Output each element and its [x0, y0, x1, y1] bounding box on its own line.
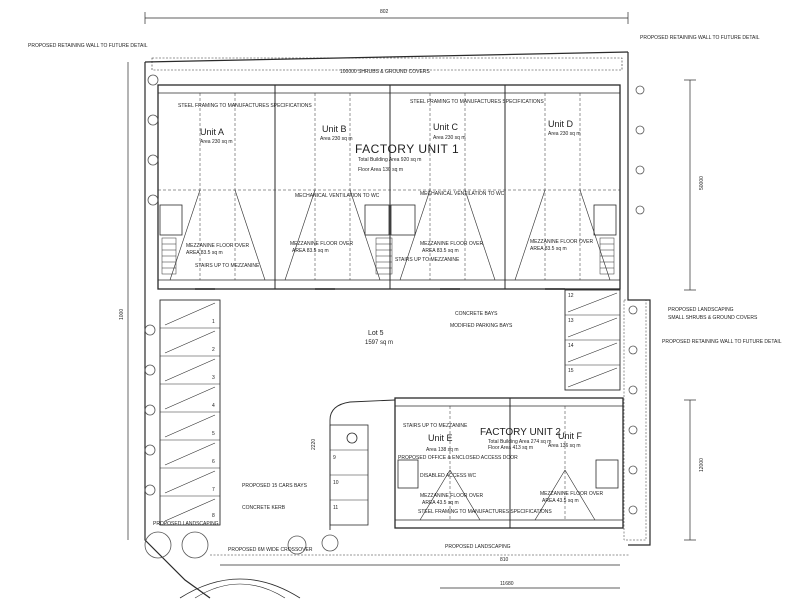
unit-e-area: Area 138 sq m	[426, 447, 459, 453]
lot-area: 1597 sq m	[365, 340, 394, 346]
bay-number: 10	[333, 480, 339, 486]
factory-unit-1-title: FACTORY UNIT 1	[355, 142, 460, 156]
factory-unit-1-outline	[157, 84, 621, 290]
note-landscaping-e: PROPOSED LANDSCAPING	[668, 307, 734, 313]
unit-c-area: Area 230 sq m	[433, 135, 466, 141]
unit-d-label: Unit D	[548, 119, 574, 129]
factory-unit-2-total-area: Total Building Area 274 sq m	[488, 439, 552, 445]
unit-f-label: Unit F	[558, 431, 583, 441]
wc-unit-a	[159, 204, 183, 236]
unit-f-area: Area 136 sq m	[548, 443, 581, 449]
note-retaining-nw: PROPOSED RETAINING WALL TO FUTURE DETAIL	[28, 43, 148, 49]
site-boundary	[144, 62, 211, 599]
unit-a-area: Area 230 sq m	[200, 139, 233, 145]
note-steel-framing-3: STEEL FRAMING TO MANUFACTURES SPECIFICAT…	[418, 509, 552, 515]
bay-number: 8	[212, 513, 215, 519]
wc-unit-d	[593, 204, 617, 236]
mezz-d-area: AREA 83.5 sq m	[530, 246, 567, 252]
mezz-e-label: MEZZANINE FLOOR OVER	[420, 493, 484, 499]
factory-unit-2-outline	[394, 397, 624, 529]
note-steel-framing-2: STEEL FRAMING TO MANUFACTURES SPECIFICAT…	[410, 99, 544, 105]
bay-number: 9	[333, 455, 336, 461]
mezz-c-label: MEZZANINE FLOOR OVER	[420, 241, 484, 247]
factory-unit-2-floor-area: Floor Area 413 sq m	[488, 445, 534, 451]
unit-a-label: Unit A	[200, 127, 225, 137]
bay-number: 4	[212, 403, 215, 409]
note-stairs-2: STAIRS UP TO MEZZANINE	[395, 257, 460, 263]
bay-number: 7	[212, 487, 215, 493]
note-retaining-e: PROPOSED RETAINING WALL TO FUTURE DETAIL	[662, 339, 782, 345]
wc-unit-e	[397, 459, 419, 489]
tree-s-1	[287, 535, 307, 555]
mezz-b-label: MEZZANINE FLOOR OVER	[290, 241, 354, 247]
dim-bottom-width: 810	[500, 557, 509, 563]
mezz-d-label: MEZZANINE FLOOR OVER	[530, 239, 594, 245]
wc-unit-c	[390, 204, 416, 236]
dim-east-section-2: 12000	[699, 458, 705, 472]
note-office: PROPOSED OFFICE & ENCLOSED ACCESS DOOR	[398, 455, 518, 461]
north-landscape-strip	[151, 57, 623, 71]
disabled-access-icon	[346, 432, 358, 444]
mezz-a-area: AREA 83.5 sq m	[186, 250, 223, 256]
east-landscape-strip	[623, 299, 647, 541]
west-parking-bays	[159, 299, 221, 526]
note-steel-framing-1: STEEL FRAMING TO MANUFACTURES SPECIFICAT…	[178, 103, 312, 109]
unit-b-area: Area 230 sq m	[320, 136, 353, 142]
wc-unit-b	[364, 204, 390, 236]
unit-b-label: Unit B	[322, 124, 347, 134]
note-landscaping-e-sub: SMALL SHRUBS & GROUND COVERS	[668, 315, 758, 321]
mezz-f-label: MEZZANINE FLOOR OVER	[540, 491, 604, 497]
mezz-e-area: AREA 43.5 sq m	[422, 500, 459, 506]
note-concrete-kerb: CONCRETE KERB	[242, 505, 286, 511]
note-proposed-bays: PROPOSED 15 CARS BAYS	[242, 483, 307, 489]
lot-name: Lot 5	[368, 330, 384, 337]
bay-number: 5	[212, 431, 215, 437]
dim-overall-width: 802	[380, 9, 389, 15]
mezz-c-area: AREA 83.5 sq m	[422, 248, 459, 254]
note-mech-vent-1: MECHANICAL VENTILATION TO WC	[295, 193, 380, 199]
bay-number: 15	[568, 368, 574, 374]
dim-west-depth: 1000	[119, 308, 125, 320]
bay-number: 2	[212, 347, 215, 353]
note-crossover: PROPOSED 6M WIDE CROSSOVER	[228, 547, 313, 553]
bay-number: 11	[333, 505, 339, 511]
bay-number: 3	[212, 375, 215, 381]
unit-e-label: Unit E	[428, 433, 453, 443]
note-hardstand: MODIFIED PARKING BAYS	[450, 323, 513, 329]
unit-e-driveway	[329, 399, 396, 530]
factory-unit-1-floor-area: Floor Area 130 sq m	[358, 167, 404, 173]
bay-number: 12	[568, 293, 574, 299]
mezz-b-area: AREA 83.5 sq m	[292, 248, 329, 254]
crossover-curve	[179, 578, 301, 599]
note-stairs-unit-e: STAIRS UP TO MEZZANINE	[403, 423, 468, 429]
mezz-f-area: AREA 43.5 sq m	[542, 498, 579, 504]
note-landscaping-s: PROPOSED LANDSCAPING	[445, 544, 511, 550]
dim-unit-e-depth: 2220	[311, 438, 317, 450]
north-boundary	[144, 51, 629, 63]
note-landscaping-sw: PROPOSED LANDSCAPING	[153, 521, 219, 527]
bay-number: 14	[568, 343, 574, 349]
unit-c-label: Unit C	[433, 122, 459, 132]
note-concrete-bays: CONCRETE BAYS	[455, 311, 498, 317]
bay-number: 1	[212, 319, 215, 325]
factory-unit-1-total-area: Total Building Area 920 sq m	[358, 157, 422, 163]
bay-number: 13	[568, 318, 574, 324]
tree-sw-1	[144, 531, 172, 559]
note-retaining-ne: PROPOSED RETAINING WALL TO FUTURE DETAIL	[640, 35, 760, 41]
bay-number: 6	[212, 459, 215, 465]
tree-s-2	[321, 534, 339, 552]
wc-unit-f	[595, 459, 619, 489]
note-mech-vent-2: MECHANICAL VENTILATION TO WC	[420, 191, 505, 197]
note-stairs-1: STAIRS UP TO MEZZANINE	[195, 263, 260, 269]
tree-sw-2	[181, 531, 209, 559]
east-boundary	[627, 52, 651, 546]
dim-east-section: 50000	[699, 176, 705, 190]
unit-d-area: Area 230 sq m	[548, 131, 581, 137]
note-wc: DISABLED ACCESS WC	[420, 473, 477, 479]
dim-bottom-bottom: 11680	[500, 581, 514, 587]
factory-unit-2-title: FACTORY UNIT 2	[480, 427, 561, 438]
mezz-a-label: MEZZANINE FLOOR OVER	[186, 243, 250, 249]
note-north-boundary: 100000 SHRUBS & GROUND COVERS	[340, 69, 430, 75]
